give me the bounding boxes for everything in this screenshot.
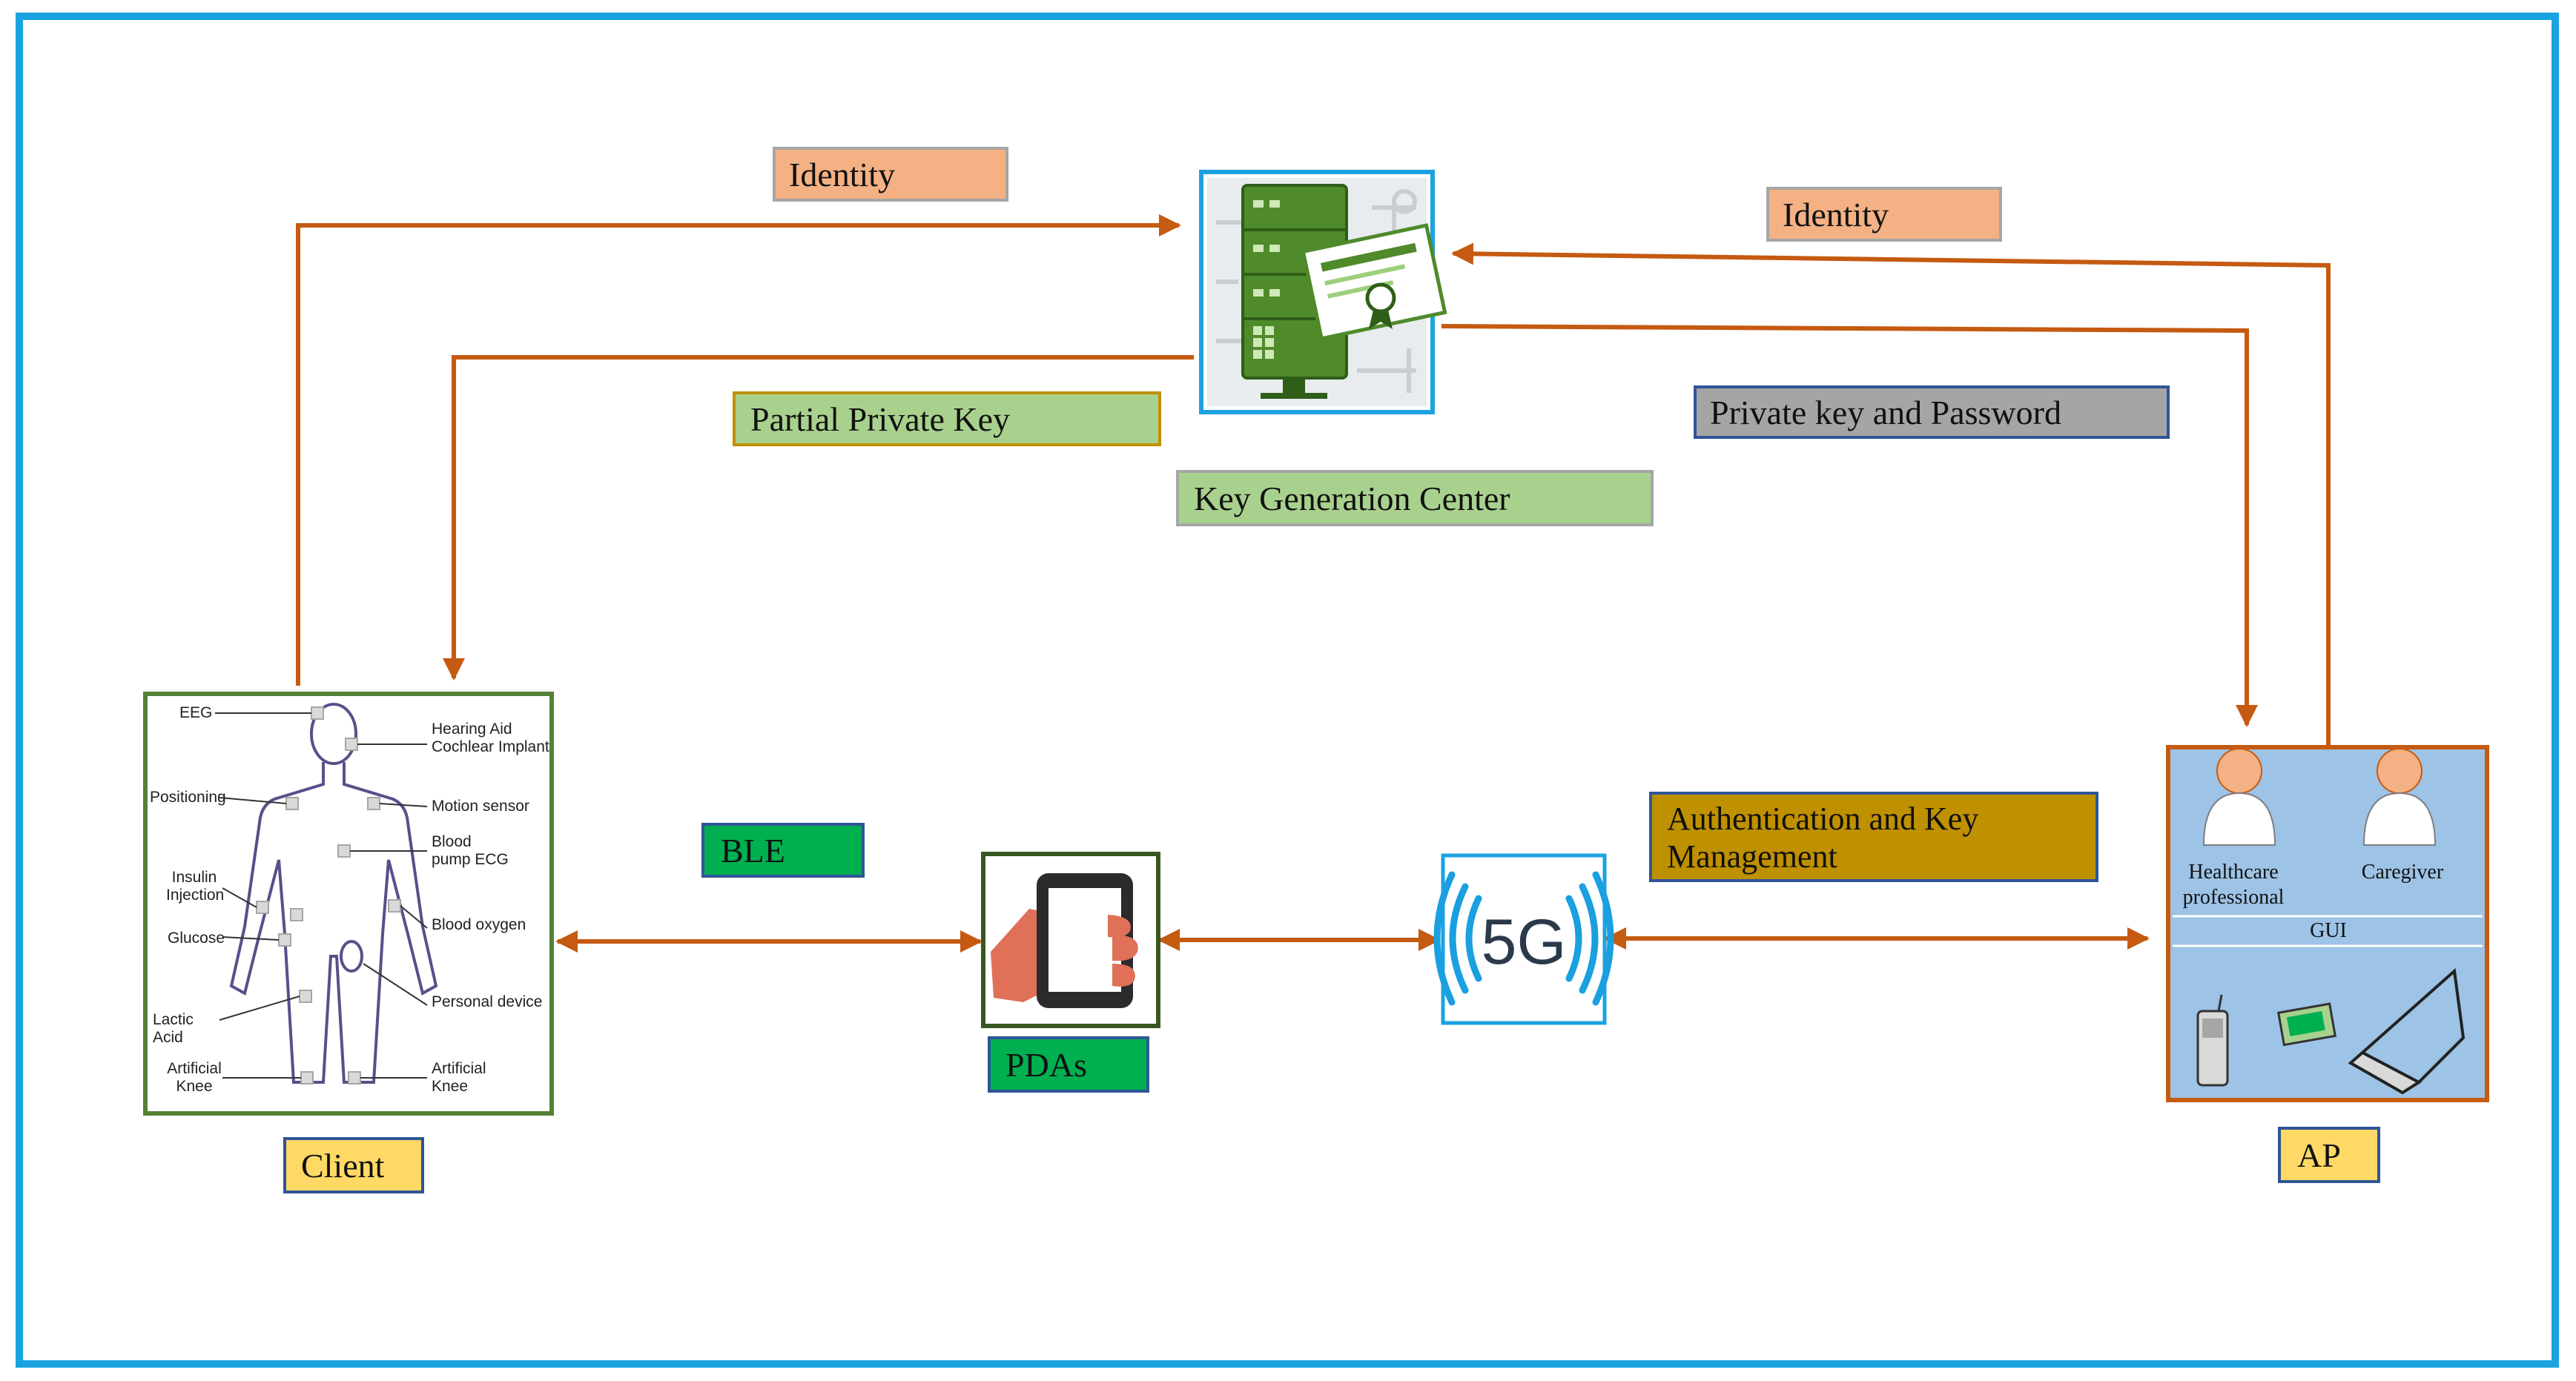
human-body-sensors-icon (229, 703, 438, 1084)
arrow-kgc-partial-key-to-client (443, 355, 1194, 680)
outer-frame (16, 13, 2559, 1368)
client-node (143, 692, 554, 1116)
arrows (296, 214, 2331, 953)
sensor-label: Hearing Aid Cochlear Implant (432, 721, 549, 755)
sensor-label: Positioning (150, 789, 226, 806)
sensor-markers (256, 706, 401, 1084)
sensor-labels-left: EEG Positioning Insulin Injection Glucos… (145, 694, 226, 1095)
auth-key-mgmt-label: Authentication and Key Management (1649, 792, 2098, 882)
5g-node: 5G (1433, 853, 1614, 1025)
5g-text: 5G (1482, 907, 1567, 978)
sensor-label: Blood pump ECG (432, 833, 509, 868)
partial-private-key-label: Partial Private Key (733, 391, 1161, 446)
server-certificate-icon (1216, 184, 1447, 399)
sensor-label: Artificial Knee (167, 1060, 222, 1095)
private-key-password-label: Private key and Password (1694, 385, 2170, 439)
phone-icon (2196, 994, 2229, 1087)
ap-node (2166, 745, 2489, 1102)
sensor-label: EEG (179, 704, 213, 721)
pda-icon (2276, 1002, 2337, 1047)
user-icon (2362, 748, 2437, 846)
sensor-label: Personal device (432, 993, 543, 1010)
5g-signal-icon (1433, 871, 1614, 1006)
ap-label: AP (2278, 1127, 2380, 1183)
arrow-client-identity-to-kgc (296, 214, 1181, 686)
arrow-ap-identity-to-kgc (1451, 242, 2331, 749)
hand-phone-icon (991, 873, 1138, 1008)
ble-label: BLE (701, 823, 865, 878)
laptop-icon (2348, 968, 2466, 1095)
sensor-label: Glucose (168, 930, 225, 947)
pdas-label: PDAs (988, 1036, 1149, 1093)
kgc-node (1199, 170, 1447, 414)
identity-left-label: Identity (773, 147, 1008, 202)
pda-node (981, 852, 1160, 1028)
sensor-label: Lactic Acid (153, 1011, 194, 1046)
sensor-label: Blood oxygen (432, 916, 526, 933)
kgc-label: Key Generation Center (1176, 470, 1654, 526)
caregiver-label: Caregiver (2361, 861, 2444, 884)
sensor-label: Insulin Injection (166, 869, 225, 904)
sensor-label: Motion sensor (432, 798, 529, 815)
arrow-kgc-private-key-to-ap (1441, 324, 2258, 727)
gui-label: GUI (2310, 919, 2347, 942)
sensor-label: Artificial Knee (432, 1060, 486, 1095)
healthcare-professional-label: Healthcare professional (2182, 861, 2285, 909)
client-label: Client (283, 1137, 424, 1193)
user-icon (2202, 748, 2276, 846)
sensor-labels-right: Hearing Aid Cochlear Implant Motion sens… (145, 694, 549, 1095)
identity-right-label: Identity (1766, 187, 2002, 242)
